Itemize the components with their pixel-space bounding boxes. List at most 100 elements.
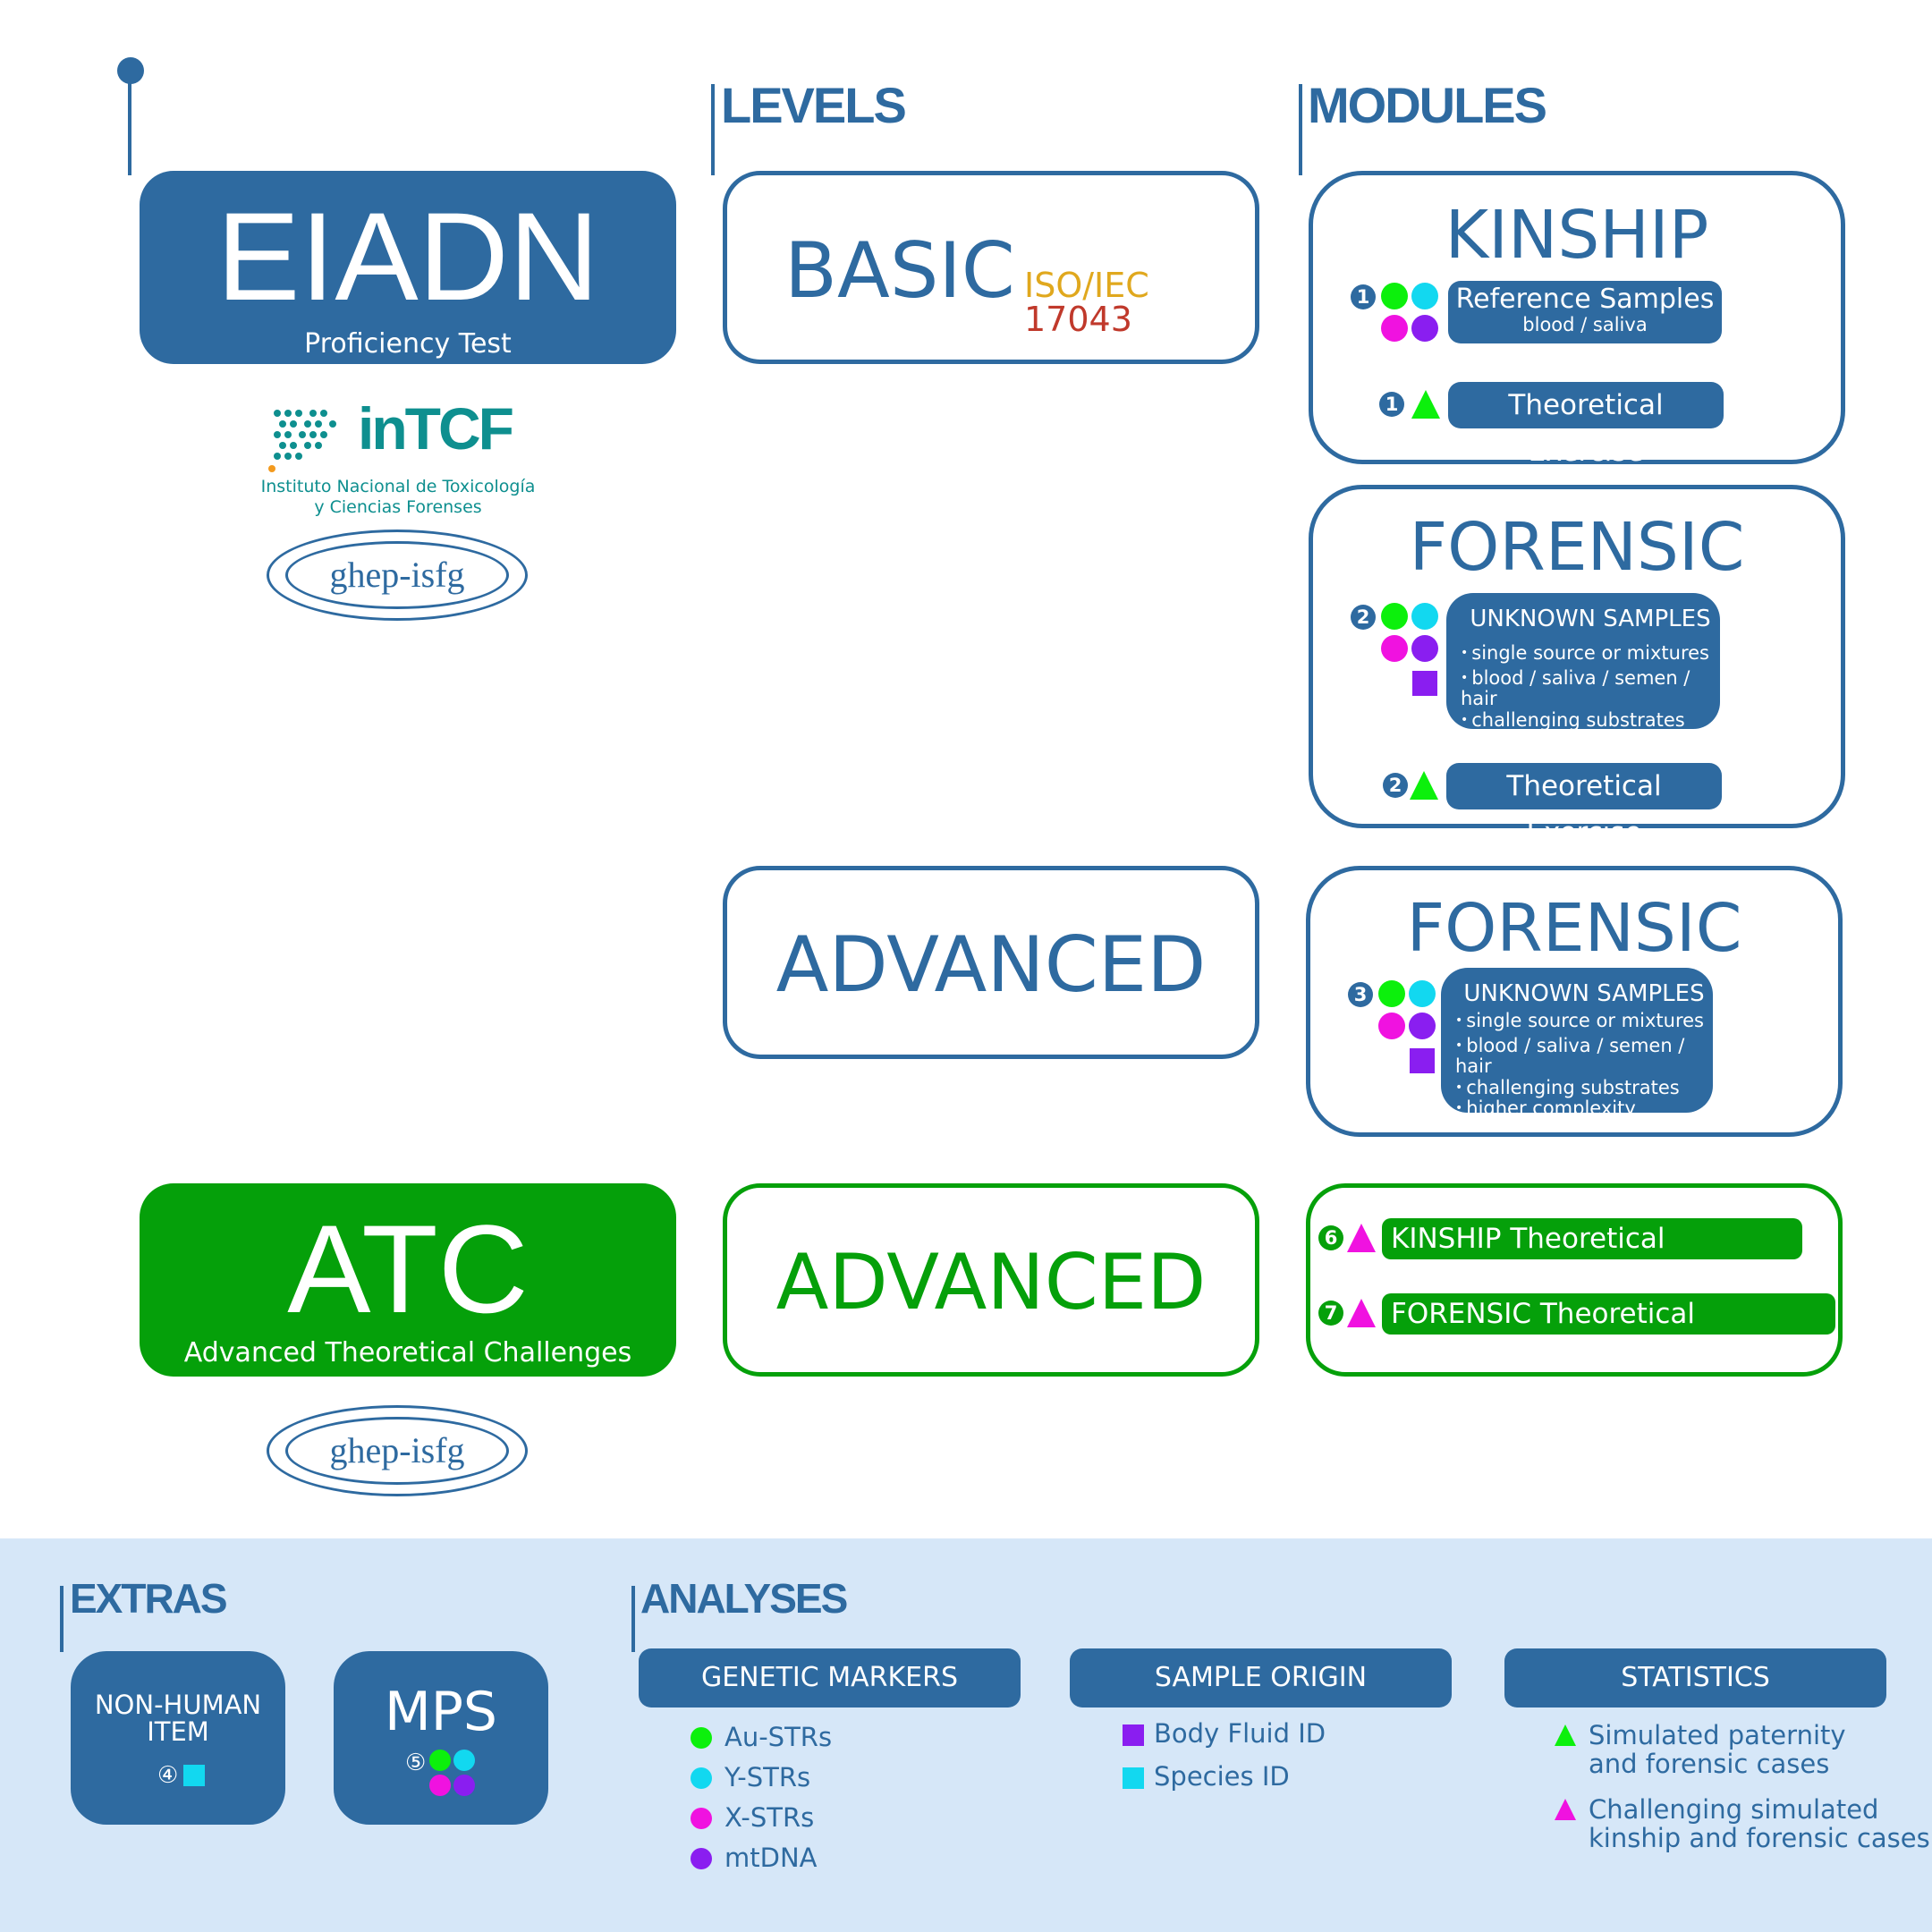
ghep-isfg-logo-bottom: ghep-isfg: [267, 1405, 528, 1496]
y-str-dot-icon: [453, 1750, 475, 1771]
forensic-basic-theoretical-exercise: Theoretical Exercise: [1446, 763, 1722, 849]
x-str-dot-icon: [1381, 315, 1408, 342]
intcf-wordmark: inTCF: [358, 395, 514, 462]
forensic-adv-unknown-title: UNKNOWN SAMPLES: [1463, 980, 1705, 1007]
y-str-dot-icon: [1409, 980, 1436, 1007]
legend-y-str: Y-STRs: [724, 1762, 811, 1792]
atc-title: ATC: [287, 1199, 529, 1339]
eiadn-subtitle: Proficiency Test: [304, 328, 512, 360]
iso-label-a: ISO/IEC: [1024, 266, 1149, 305]
legend-au-str: Au-STRs: [724, 1722, 833, 1752]
green-triangle-icon: [1411, 390, 1440, 419]
atc-subtitle: Advanced Theoretical Challenges: [183, 1337, 632, 1368]
mtdna-dot-icon: [1409, 1013, 1436, 1039]
kinship-theoretical-exercise: Theoretical Exercise: [1448, 382, 1724, 468]
legend-simulated-1: Simulated paternity: [1589, 1720, 1846, 1750]
legend-challenging-1: Challenging simulated: [1589, 1794, 1879, 1825]
forensic-adv-number-icon: 3: [1348, 982, 1373, 1007]
level-advanced-label: ADVANCED: [775, 920, 1207, 1010]
forensic-basic-unknown-samples: UNKNOWN SAMPLES single source or mixture…: [1446, 593, 1720, 732]
x-str-dot-icon: [429, 1775, 451, 1796]
intcf-name-line1: Instituto Nacional de Toxicología: [260, 477, 536, 496]
level-basic: BASIC ISO/IEC 17043: [723, 171, 1259, 364]
y-str-dot-icon: [691, 1767, 712, 1789]
module-atc: [1306, 1183, 1843, 1377]
iso-label: ISO/IEC 17043: [1024, 268, 1255, 336]
levels-header: LEVELS: [721, 77, 907, 133]
species-square-icon: [183, 1765, 205, 1786]
forensic-adv-item: higher complexity: [1455, 1098, 1713, 1120]
sample-origin-header: SAMPLE ORIGIN: [1070, 1648, 1452, 1707]
y-str-dot-icon: [1411, 283, 1438, 309]
extra-mps: MPS ⑤: [334, 1651, 548, 1825]
au-str-dot-icon: [1381, 283, 1408, 309]
intcf-dots-icon: [268, 410, 336, 472]
eiadn-card: EIADN Proficiency Test: [140, 171, 676, 364]
mtdna-dot-icon: [1411, 635, 1438, 662]
level-advanced: ADVANCED: [723, 866, 1259, 1059]
magenta-triangle-icon: [1555, 1799, 1576, 1820]
level-atc-advanced-label: ADVANCED: [775, 1238, 1207, 1327]
kinship-ref-number-icon: 1: [1351, 284, 1376, 309]
au-str-dot-icon: [1381, 603, 1408, 630]
magenta-triangle-icon: [1347, 1299, 1376, 1327]
bottom-band: [0, 1538, 1932, 1932]
legend-simulated-2: and forensic cases: [1589, 1749, 1830, 1779]
atc-card: ATC Advanced Theoretical Challenges: [140, 1183, 676, 1377]
eiadn-title: EIADN: [216, 186, 599, 326]
forensic-basic-item: challenging substrates: [1461, 709, 1720, 732]
kinship-ref-title: Reference Samples: [1455, 284, 1715, 315]
mps-number: ⑤: [405, 1750, 427, 1776]
level-basic-label: BASIC: [784, 226, 1015, 316]
au-str-dot-icon: [691, 1727, 712, 1749]
legend-mtdna: mtDNA: [724, 1843, 818, 1873]
pin-head: [117, 57, 144, 84]
body-fluid-square-icon: [1123, 1724, 1144, 1746]
module-kinship-title: KINSHIP: [1445, 197, 1709, 274]
kinship-theory-number-icon: 1: [1379, 392, 1404, 417]
forensic-basic-theory-number-icon: 2: [1383, 773, 1408, 798]
extras-header: EXTRAS: [70, 1575, 228, 1622]
y-str-dot-icon: [1411, 603, 1438, 630]
atc-forensic-number-icon: 7: [1318, 1301, 1343, 1326]
au-str-dot-icon: [1378, 980, 1405, 1007]
level-atc-advanced: ADVANCED: [723, 1183, 1259, 1377]
body-fluid-square-icon: [1410, 1048, 1435, 1073]
genetic-markers-header: GENETIC MARKERS: [639, 1648, 1021, 1707]
extras-header-bar: [60, 1586, 64, 1652]
au-str-dot-icon: [429, 1750, 451, 1771]
ghep-isfg-logo-top: ghep-isfg: [267, 530, 528, 621]
module-forensic-advanced-title: FORENSIC: [1406, 890, 1742, 967]
mtdna-dot-icon: [453, 1775, 475, 1796]
forensic-adv-unknown-samples: UNKNOWN SAMPLES single source or mixture…: [1441, 968, 1713, 1119]
magenta-triangle-icon: [1347, 1224, 1376, 1252]
kinship-ref-sub: blood / saliva: [1522, 314, 1648, 335]
forensic-basic-item: blood / saliva / semen / hair: [1461, 667, 1720, 710]
x-str-dot-icon: [1381, 635, 1408, 662]
legend-x-str: X-STRs: [724, 1802, 815, 1833]
forensic-basic-unknown-title: UNKNOWN SAMPLES: [1470, 606, 1711, 632]
modules-header-bar: [1299, 84, 1302, 175]
atc-kinship-number-icon: 6: [1318, 1225, 1343, 1250]
green-triangle-icon: [1555, 1724, 1576, 1746]
green-triangle-icon: [1410, 771, 1438, 800]
atc-kinship-challenge: KINSHIP Theoretical Challenge: [1382, 1218, 1802, 1296]
analyses-header-bar: [631, 1586, 635, 1652]
forensic-adv-item: challenging substrates: [1455, 1077, 1713, 1099]
forensic-basic-number-icon: 2: [1351, 605, 1376, 630]
intcf-logo: inTCF: [268, 399, 537, 476]
non-human-label-2: ITEM: [147, 1716, 209, 1747]
atc-forensic-challenge: FORENSIC Theoretical Challenge: [1382, 1293, 1835, 1371]
intcf-name-line2: y Ciencias Forenses: [314, 497, 482, 517]
non-human-label-1: NON-HUMAN: [94, 1690, 262, 1720]
ghep-isfg-text-bottom: ghep-isfg: [285, 1417, 509, 1485]
legend-species: Species ID: [1154, 1761, 1290, 1792]
mtdna-dot-icon: [691, 1848, 712, 1869]
forensic-basic-item: single source or mixtures: [1461, 642, 1720, 665]
module-forensic-basic-title: FORENSIC: [1409, 509, 1745, 586]
forensic-adv-item: blood / saliva / semen / hair: [1455, 1035, 1713, 1078]
legend-body-fluid: Body Fluid ID: [1154, 1718, 1326, 1749]
forensic-adv-item: single source or mixtures: [1455, 1010, 1713, 1032]
species-square-icon: [1123, 1767, 1144, 1789]
x-str-dot-icon: [1378, 1013, 1405, 1039]
